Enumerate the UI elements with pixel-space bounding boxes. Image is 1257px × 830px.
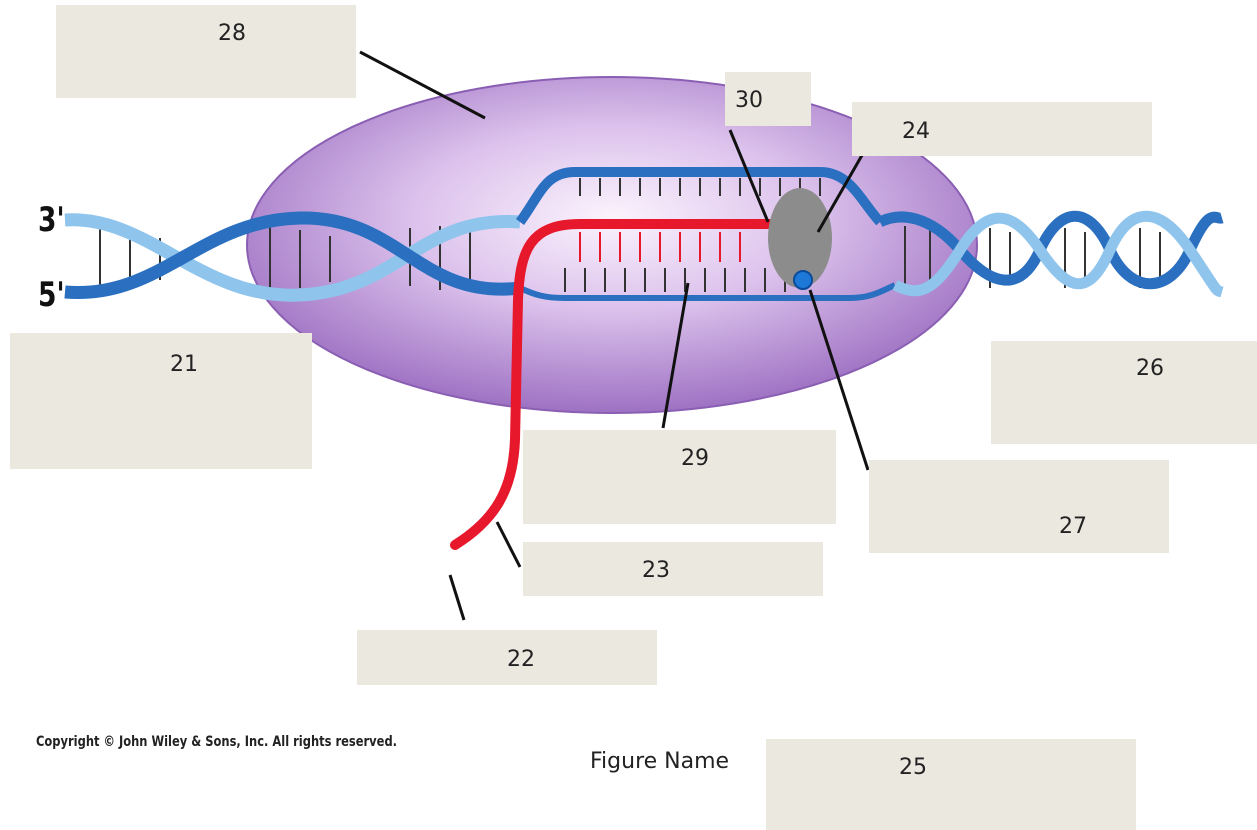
label-text-22: 22 bbox=[507, 647, 535, 672]
label-text-25: 25 bbox=[899, 755, 927, 780]
strand-label-5prime: 5' bbox=[38, 275, 65, 315]
label-box-22: 22 bbox=[357, 630, 657, 685]
incoming-nucleotide bbox=[794, 271, 812, 289]
label-text-27: 27 bbox=[1059, 514, 1087, 539]
label-box-26: 26 bbox=[991, 341, 1257, 444]
label-box-28: 28 bbox=[56, 5, 356, 98]
label-text-21: 21 bbox=[170, 352, 198, 377]
label-box-23: 23 bbox=[523, 542, 823, 596]
label-box-25: 25 bbox=[766, 739, 1136, 830]
label-box-21: 21 bbox=[10, 333, 312, 469]
label-text-29: 29 bbox=[681, 446, 709, 471]
strand-label-3prime: 3' bbox=[38, 200, 65, 240]
label-box-29: 29 bbox=[523, 430, 836, 524]
figure-name-label: Figure Name bbox=[590, 749, 729, 774]
label-box-30: 30 bbox=[725, 72, 811, 126]
label-box-27: 27 bbox=[869, 460, 1169, 553]
label-text-30: 30 bbox=[735, 88, 763, 113]
label-text-26: 26 bbox=[1136, 356, 1164, 381]
label-text-24: 24 bbox=[902, 119, 930, 144]
copyright-text: Copyright © John Wiley & Sons, Inc. All … bbox=[36, 734, 397, 750]
label-box-24: 24 bbox=[852, 102, 1152, 156]
label-text-28: 28 bbox=[218, 21, 246, 46]
label-text-23: 23 bbox=[642, 558, 670, 583]
